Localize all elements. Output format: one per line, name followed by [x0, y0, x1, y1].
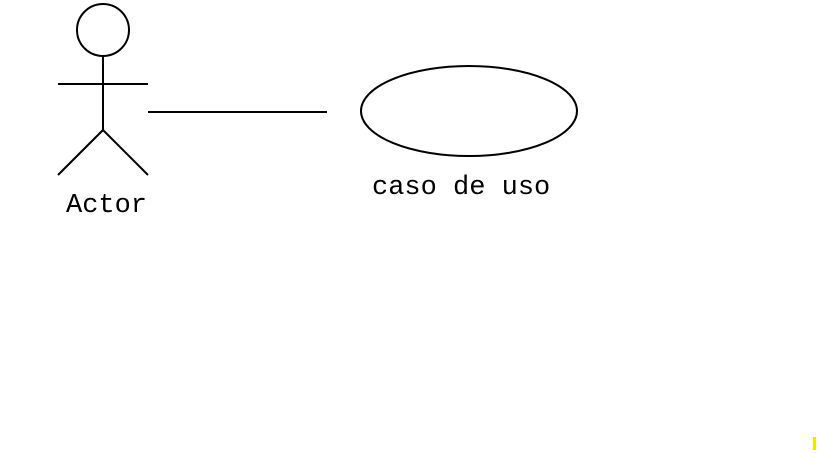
actor-right-leg: [102, 129, 149, 176]
actor-stick-figure: [57, 3, 149, 176]
actor-head: [76, 3, 130, 57]
use-case-ellipse: [360, 65, 578, 157]
actor-left-leg: [57, 129, 104, 176]
actor-label: Actor: [66, 191, 148, 221]
text-cursor-marker: [813, 437, 816, 450]
use-case-label: caso de uso: [372, 173, 551, 203]
